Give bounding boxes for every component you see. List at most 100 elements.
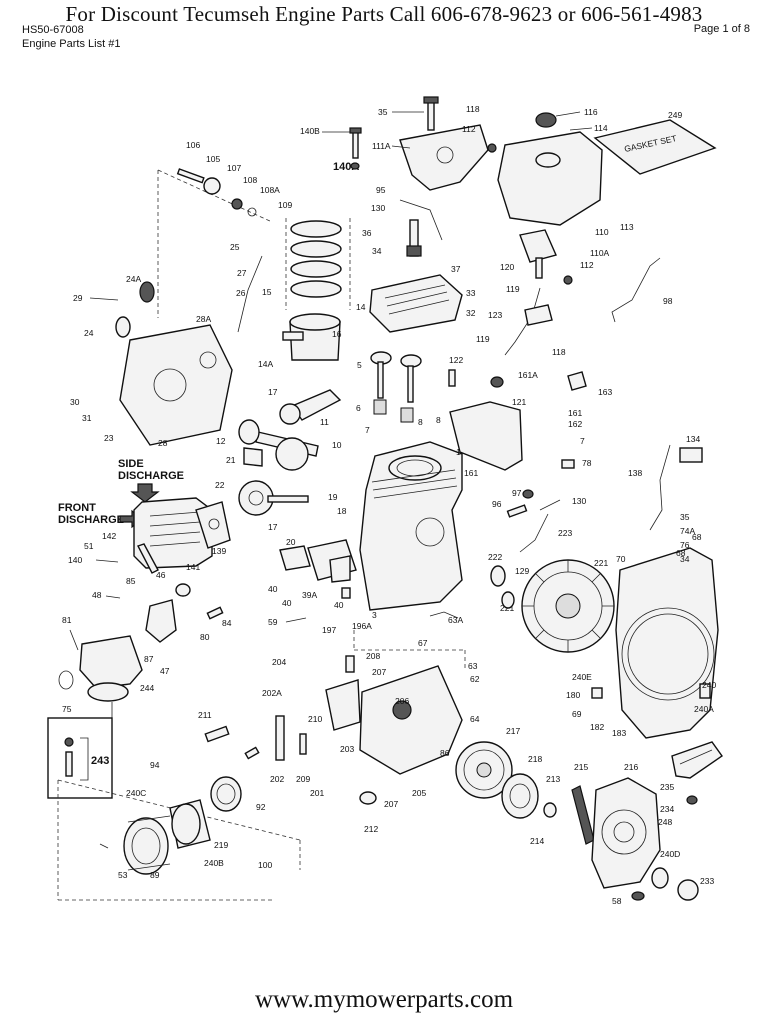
callout-218: 218 xyxy=(528,754,542,764)
callout-19: 19 xyxy=(328,492,338,502)
rewind-starter-part: 216 248 240D 233 58 xyxy=(591,762,714,906)
starter-rope-part: 215 xyxy=(571,762,595,845)
callout-204: 204 xyxy=(272,657,286,667)
callout-214: 214 xyxy=(530,836,544,846)
callout-89: 89 xyxy=(150,870,160,880)
callout-108: 108 xyxy=(243,175,257,185)
callout-75: 75 xyxy=(62,704,72,714)
starter-cup-part: 218 213 214 xyxy=(501,754,560,846)
callout-85: 85 xyxy=(126,576,136,586)
callout-24a: 24A xyxy=(126,274,141,284)
intake-parts: 40 40 39A 40 3 196A 197 59 xyxy=(268,539,377,635)
callout-95: 95 xyxy=(376,185,386,195)
callout-205: 205 xyxy=(412,788,426,798)
callout-39a: 39A xyxy=(302,590,317,600)
starter-handle-part: 235 234 xyxy=(660,741,723,814)
callout-116: 116 xyxy=(584,107,598,117)
callout-14: 14 xyxy=(356,302,366,312)
callout-249: 249 xyxy=(668,110,682,120)
callout-122: 122 xyxy=(449,355,463,365)
callout-63a: 63A xyxy=(448,615,463,625)
callout-53: 53 xyxy=(118,870,128,880)
footer-website-link[interactable]: www.mymowerparts.com xyxy=(254,986,514,1013)
callout-17b: 17 xyxy=(268,522,278,532)
callout-182: 182 xyxy=(590,722,604,732)
callout-208: 208 xyxy=(366,651,380,661)
callout-77: 7 xyxy=(580,436,585,446)
callout-109: 109 xyxy=(278,200,292,210)
callout-105: 105 xyxy=(206,154,220,164)
callout-120: 120 xyxy=(500,262,514,272)
exploded-parts-diagram: 35 140B 140A 111A 118 112 116 114 GASKET… xyxy=(47,96,723,906)
callout-63: 63 xyxy=(468,661,478,671)
connecting-rod-part: 17 11 xyxy=(268,387,342,427)
flywheel-part: 221 xyxy=(521,558,615,653)
callout-36: 36 xyxy=(362,228,372,238)
callout-211: 211 xyxy=(198,710,212,720)
governor-rod-part: 98 xyxy=(611,257,673,323)
callout-28: 28 xyxy=(158,438,168,448)
callout-213: 213 xyxy=(546,774,560,784)
callout-138: 138 xyxy=(628,468,642,478)
crankshaft-part: 12 21 10 7 8 xyxy=(216,415,441,471)
callout-161: 161 xyxy=(568,408,582,418)
callout-35: 35 xyxy=(378,107,388,117)
callout-217: 217 xyxy=(506,726,520,736)
document-info: HS50-67008 Engine Parts List #1 xyxy=(22,23,120,51)
callout-222: 222 xyxy=(488,552,502,562)
callout-118b: 118 xyxy=(552,347,566,357)
side-discharge-line1: SIDE xyxy=(118,458,144,470)
callout-215: 215 xyxy=(574,762,588,772)
callout-6: 6 xyxy=(356,403,361,413)
callout-202a: 202A xyxy=(262,688,282,698)
document-title: Engine Parts List #1 xyxy=(22,38,121,50)
callout-26: 26 xyxy=(236,288,246,298)
callout-84: 84 xyxy=(222,618,232,628)
governor-parts: 122 161A 163 121 161 162 7 78 xyxy=(448,355,612,471)
callout-11: 11 xyxy=(320,417,329,427)
callout-240d: 240D xyxy=(660,849,680,859)
callout-240e: 240E xyxy=(572,672,592,682)
gasket-set-part: GASKET SET 249 xyxy=(593,110,717,175)
callout-24: 24 xyxy=(84,328,94,338)
callout-92: 92 xyxy=(256,802,266,812)
oil-seal-parts: 24A 29 24 25 27 26 28A xyxy=(73,242,263,338)
callout-139: 139 xyxy=(212,546,226,556)
callout-14a: 14A xyxy=(258,359,273,369)
callout-23: 23 xyxy=(104,433,114,443)
callout-240a: 240A xyxy=(694,704,714,714)
callout-112b: 112 xyxy=(580,260,594,270)
callout-221b: 221 xyxy=(594,558,608,568)
callout-240c: 240C xyxy=(126,788,146,798)
cam-gear-part: 22 17 20 19 18 xyxy=(215,480,347,547)
callout-163: 163 xyxy=(598,387,612,397)
callout-233: 233 xyxy=(700,876,714,886)
breather-parts: 106 105 107 108 108A 109 xyxy=(157,140,292,318)
parts-inset-box: 243 xyxy=(47,717,113,799)
page-indicator: Page 1 of 8 xyxy=(693,23,750,35)
callout-28a: 28A xyxy=(196,314,211,324)
callout-121: 121 xyxy=(512,397,526,407)
callout-5: 5 xyxy=(357,360,362,370)
fuel-tank-part: 116 114 xyxy=(497,107,608,226)
callout-78: 78 xyxy=(582,458,592,468)
header-banner: For Discount Tecumseh Engine Parts Call … xyxy=(65,2,703,26)
callout-31: 31 xyxy=(82,413,92,423)
fuel-fittings-part: 110 113 110A 120 112 119 123 119 118 xyxy=(476,222,634,357)
callout-162: 162 xyxy=(568,419,582,429)
callout-68b: 68 xyxy=(676,548,686,558)
callout-17: 17 xyxy=(268,387,278,397)
callout-216: 216 xyxy=(624,762,638,772)
throttle-linkage-part: 46 85 48 80 84 87 47 xyxy=(92,570,232,676)
callout-223: 223 xyxy=(558,528,572,538)
callout-212: 212 xyxy=(364,824,378,834)
callout-248: 248 xyxy=(658,817,672,827)
callout-62: 62 xyxy=(470,674,480,684)
callout-96: 96 xyxy=(492,499,502,509)
callout-107: 107 xyxy=(227,163,241,173)
callout-18: 18 xyxy=(337,506,347,516)
callout-180: 180 xyxy=(566,690,580,700)
callout-240: 240 xyxy=(702,680,716,690)
callout-80: 80 xyxy=(200,632,210,642)
callout-21: 21 xyxy=(226,455,236,465)
